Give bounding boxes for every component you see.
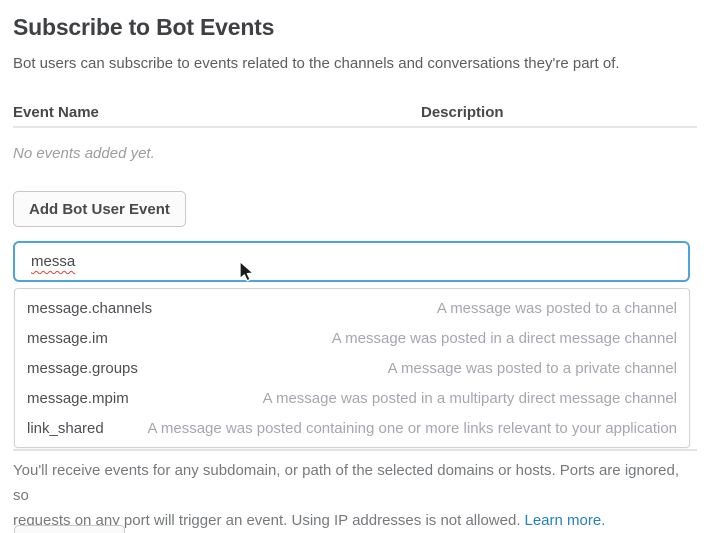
empty-state-message: No events added yet. bbox=[13, 145, 155, 162]
suggestion-name: message.im bbox=[27, 329, 108, 347]
footer-line-1: You'll receive events for any subdomain,… bbox=[13, 462, 680, 504]
suggestion-name: link_shared bbox=[27, 419, 104, 437]
event-suggestions-dropdown: message.channels A message was posted to… bbox=[14, 288, 690, 448]
suggestion-message-channels[interactable]: message.channels A message was posted to… bbox=[15, 293, 689, 323]
add-bot-user-event-button[interactable]: Add Bot User Event bbox=[13, 191, 186, 227]
section-description: Bot users can subscribe to events relate… bbox=[13, 55, 620, 72]
suggestion-message-groups[interactable]: message.groups A message was posted to a… bbox=[15, 353, 689, 383]
column-header-description: Description bbox=[421, 104, 504, 121]
table-header-divider bbox=[13, 126, 697, 128]
suggestion-description: A message was posted in a multiparty dir… bbox=[262, 389, 677, 407]
events-table-header: Event Name Description bbox=[13, 104, 697, 121]
suggestion-description: A message was posted to a private channe… bbox=[387, 359, 677, 377]
event-search-input-value: messa bbox=[31, 253, 76, 270]
section-divider bbox=[13, 449, 697, 451]
suggestion-name: message.groups bbox=[27, 359, 138, 377]
page-title: Subscribe to Bot Events bbox=[13, 14, 275, 40]
suggestion-message-mpim[interactable]: message.mpim A message was posted in a m… bbox=[15, 383, 689, 413]
learn-more-link[interactable]: Learn more. bbox=[524, 512, 606, 529]
events-footer-note: You'll receive events for any subdomain,… bbox=[13, 458, 697, 533]
suggestion-message-im[interactable]: message.im A message was posted in a dir… bbox=[15, 323, 689, 353]
footer-line-2: requests on any port will trigger an eve… bbox=[13, 512, 521, 529]
suggestion-description: A message was posted in a direct message… bbox=[331, 329, 677, 347]
suggestion-name: message.mpim bbox=[27, 389, 129, 407]
suggestion-link-shared[interactable]: link_shared A message was posted contain… bbox=[15, 413, 689, 443]
event-search-input[interactable]: messa bbox=[13, 241, 690, 282]
partial-bottom-button[interactable] bbox=[14, 525, 125, 533]
suggestion-name: message.channels bbox=[27, 299, 153, 317]
suggestion-description: A message was posted to a channel bbox=[436, 299, 677, 317]
suggestion-description: A message was posted containing one or m… bbox=[147, 419, 677, 437]
column-header-event-name: Event Name bbox=[13, 104, 99, 121]
